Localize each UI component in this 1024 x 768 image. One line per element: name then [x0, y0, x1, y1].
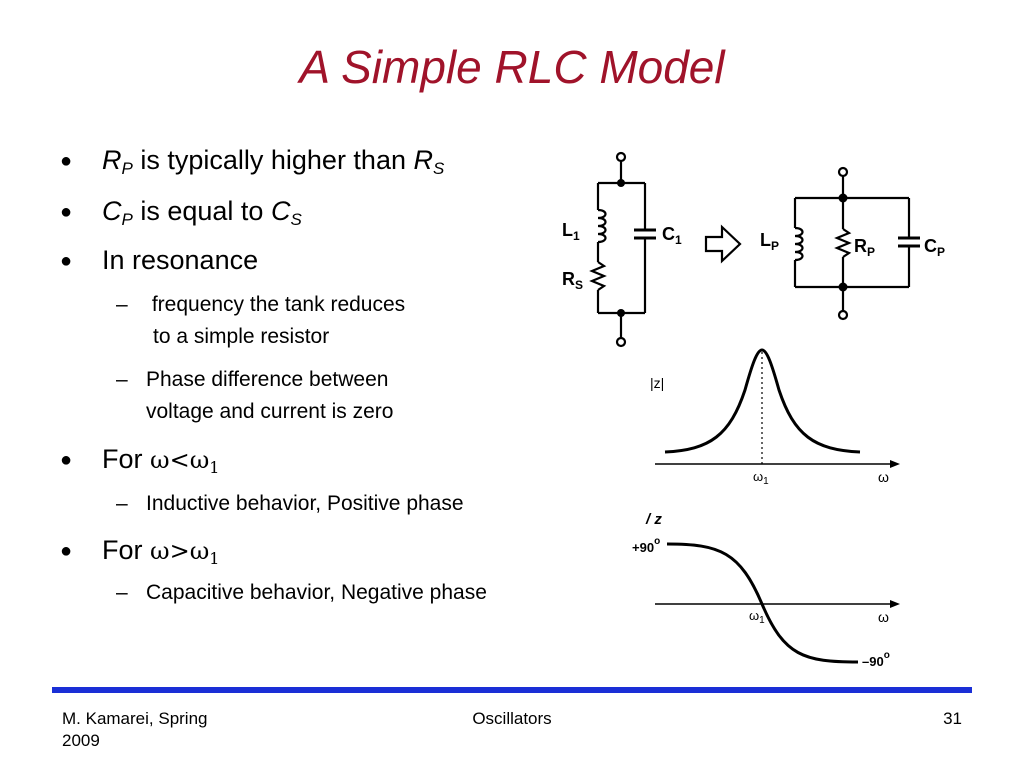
page-number: 31 — [943, 709, 962, 728]
resistor-icon — [589, 261, 607, 291]
magnitude-curve — [664, 348, 861, 454]
footer-author-line: M. Kamarei, Spring — [62, 709, 208, 728]
math-sub: P — [121, 210, 133, 229]
sub-bullet-line: voltage and current is zero — [146, 400, 394, 423]
bullet-dot-icon: ● — [60, 150, 73, 172]
math-sub: S — [432, 159, 445, 178]
math-expression: ω<ω — [150, 446, 210, 474]
bullet-dot-icon: ● — [60, 540, 73, 562]
dash-icon: – — [116, 581, 128, 604]
axis-arrow-icon — [890, 460, 900, 468]
label-rp: RP — [854, 236, 875, 259]
bullet-text: is equal to — [132, 196, 271, 226]
dash-icon: – — [116, 492, 128, 515]
node-dot — [838, 282, 848, 292]
phase-curve — [666, 542, 859, 664]
footer-year: 2009 — [62, 731, 100, 750]
y-label: |z| — [650, 375, 664, 391]
bullet-dot-icon: ● — [60, 201, 73, 223]
math-sub: 1 — [209, 549, 220, 568]
bullet-text: For — [102, 535, 151, 565]
terminal-icon — [837, 309, 849, 321]
dash-icon: – — [116, 293, 128, 316]
resistor-icon — [834, 228, 852, 258]
math-sub: P — [121, 159, 133, 178]
bullet-dot-icon: ● — [60, 449, 73, 471]
math-var: C — [270, 196, 291, 226]
impedance-magnitude-plot: |z| ω1 ω — [650, 348, 900, 487]
bullet-text: In resonance — [102, 245, 259, 275]
terminal-icon — [615, 336, 627, 348]
dash-icon: – — [116, 368, 128, 391]
label-rs: RS — [562, 269, 583, 292]
x-label: ω — [878, 469, 889, 485]
peak-label: ω1 — [753, 469, 769, 487]
bullet-dot-icon: ● — [60, 250, 73, 272]
math-expression: ω>ω — [150, 537, 210, 565]
terminal-icon — [837, 166, 849, 178]
bullet-text: is typically higher than — [132, 145, 414, 175]
footer-center: Oscillators — [472, 709, 552, 728]
slide-title: A Simple RLC Model — [299, 41, 725, 93]
node-dot — [617, 179, 625, 187]
crossover-label: ω1 — [749, 608, 765, 626]
math-sub: S — [290, 210, 302, 229]
math-var: C — [102, 196, 122, 226]
sub-bullet-line: frequency the tank reduces — [146, 293, 406, 316]
label-l1: L1 — [562, 220, 580, 243]
label-cp: CP — [924, 236, 945, 259]
arrow-right-icon — [704, 224, 742, 264]
bullet-text: For — [102, 444, 151, 474]
rlc-circuit-diagram: L1 C1 RS LP RP CP — [562, 151, 945, 348]
label-c1: C1 — [662, 224, 682, 247]
node-dot — [838, 193, 848, 203]
y-label: / z — [645, 511, 662, 528]
axis-arrow-icon — [890, 600, 900, 608]
label-lp: LP — [760, 230, 779, 253]
sub-bullet-line: Phase difference between — [146, 368, 389, 391]
sub-bullet-line: Inductive behavior, Positive phase — [146, 492, 464, 515]
inductor-icon — [794, 226, 804, 262]
sub-bullet-line: Capacitive behavior, Negative phase — [146, 581, 487, 604]
math-sub: 1 — [209, 458, 220, 477]
sub-bullet-line: to a simple resistor — [153, 325, 330, 348]
inductor-icon — [597, 208, 607, 244]
bottom-phase-label: –90o — [862, 650, 890, 669]
x-label: ω — [878, 609, 889, 625]
footer-divider — [52, 687, 972, 693]
footer-author: M. Kamarei, Spring 2009 — [62, 708, 208, 752]
math-var: R — [413, 145, 433, 175]
top-phase-label: +90o — [632, 536, 660, 555]
node-dot — [617, 309, 625, 317]
terminal-icon — [615, 151, 627, 163]
impedance-phase-plot: / z +90o –90o ω1 ω — [632, 511, 900, 669]
math-var: R — [102, 145, 122, 175]
